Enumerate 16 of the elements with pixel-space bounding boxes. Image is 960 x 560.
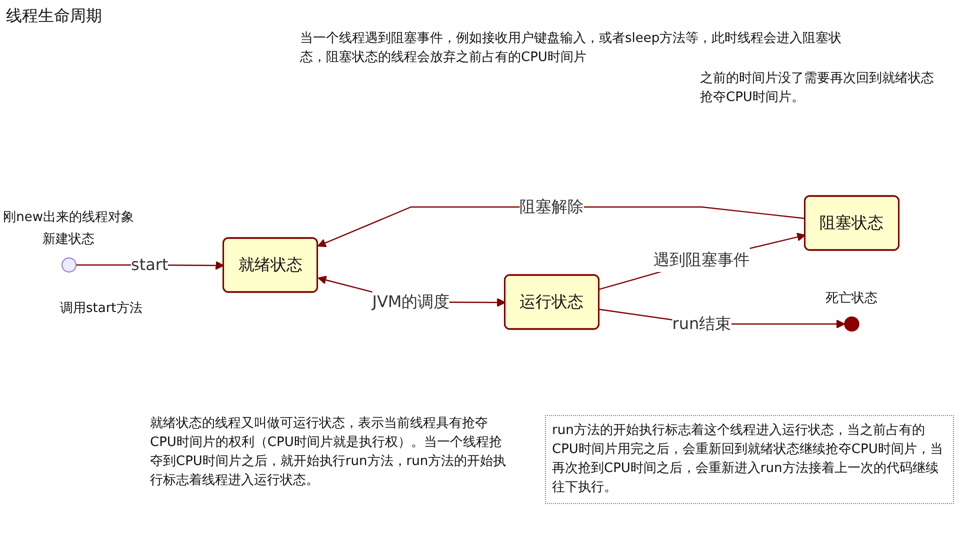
state-caption: 死亡状态 bbox=[825, 290, 878, 306]
edge-label: run结束 bbox=[672, 314, 731, 332]
edge-label: 阻塞解除 bbox=[519, 196, 584, 216]
annotation-text: 就绪状态的线程又叫做可运行状态，表示当前线程具有抢夺CPU时间片的权利（CPU时间片就是执行权）。当一个线程抢夺到CPU时间片之后，就开始执行run方法，run方法的开始执行标志着线程进入运行状态。 bbox=[150, 415, 508, 490]
annotation-text: 之前的时间片没了需要再次回到就绪状态抢夺CPU时间片。 bbox=[700, 70, 935, 107]
state-caption: 刚new出来的线程对象 bbox=[3, 208, 134, 226]
edge-label: 遇到阻塞事件 bbox=[653, 250, 750, 268]
edge-note: 调用start方法 bbox=[60, 300, 144, 318]
edge-label: JVM的调度 bbox=[372, 292, 450, 310]
annotation-text: 当一个线程遇到阻塞事件，例如接收用户键盘输入，或者sleep方法等，此时线程会进入阻塞状态，阻塞状态的线程会放弃之前占有的CPU时间片 bbox=[300, 30, 843, 67]
edge-label: start bbox=[130, 254, 168, 274]
diagram-title: 线程生命周期 bbox=[6, 6, 102, 27]
arrow bbox=[598, 232, 806, 290]
annotation-text: run方法的开始执行标志着这个线程进入运行状态，当之前占有的CPU时间片用完之后，会重新回到就绪状态继续抢夺CPU时间片，当再次抢到CPU时间之后，会重新进入run方法接着上一次的代码继续往下执行。 bbox=[545, 415, 954, 504]
node-circle bbox=[61, 257, 76, 272]
state-caption: 新建状态 bbox=[42, 230, 95, 248]
